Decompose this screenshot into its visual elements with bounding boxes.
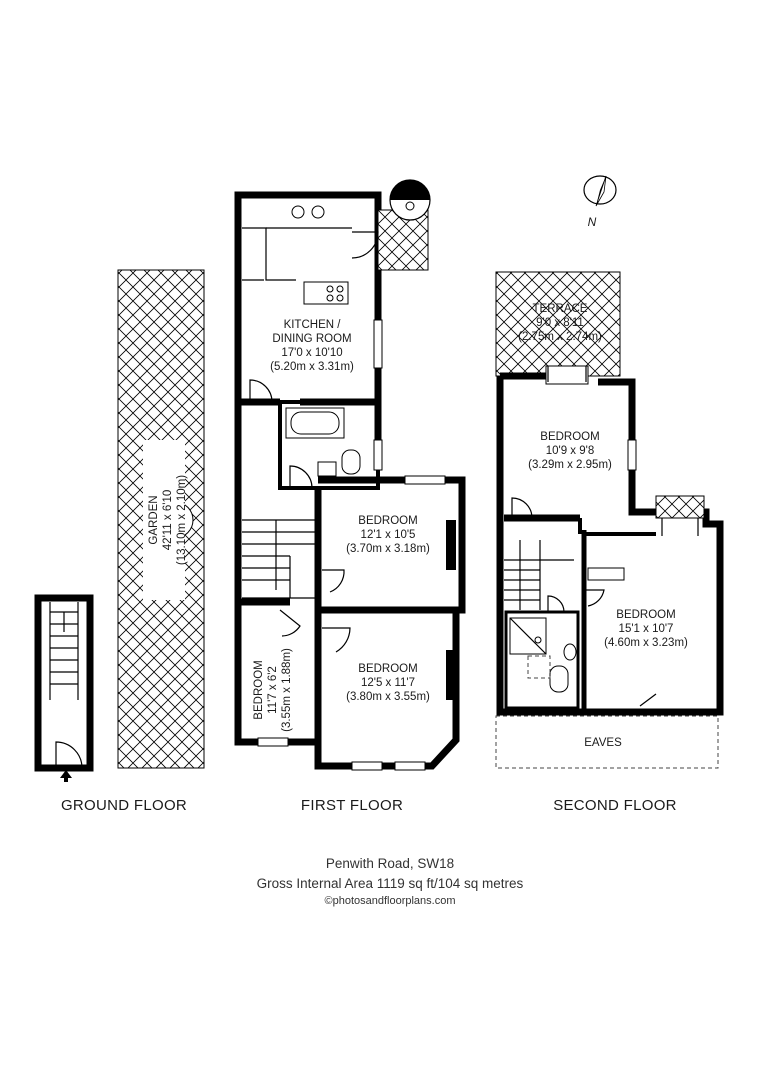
bedroom-first-a-metric: (3.70m x 3.18m): [346, 543, 430, 555]
ground-floor-label: GROUND FLOOR: [61, 797, 187, 814]
kitchen-balcony-door: [351, 231, 379, 259]
kitchen-counter: [242, 227, 296, 281]
second-floor-outer-wall: [496, 376, 724, 716]
second-floor: TERRACE 9'0 x 8'11 (2.75m x 2.74m) BEDRO…: [495, 271, 724, 814]
kitchen-window: [373, 319, 383, 369]
entrance-arrow-icon: [60, 770, 72, 782]
kitchen-door: [249, 379, 273, 403]
second-floor-stairs: [504, 518, 582, 610]
compass-icon: N: [583, 175, 617, 229]
garden-imperial: 42'11 x 6'10: [162, 490, 174, 550]
bedroom-first-b-name: BEDROOM: [358, 663, 417, 675]
second-washbasin-icon: [563, 643, 577, 661]
ground-stairs: [49, 602, 79, 700]
compass-north-label: N: [588, 215, 597, 229]
bedroom-second-a-metric: (3.29m x 2.95m): [528, 459, 612, 471]
washbasin-icon: [317, 461, 337, 477]
terrace-label-group: TERRACE 9'0 x 8'11 (2.75m x 2.74m): [518, 303, 602, 343]
first-floor-spiral-stair: [389, 179, 431, 221]
footer-address: Penwith Road, SW18: [326, 856, 454, 871]
ground-floor: GARDEN 42'11 x 6'10 (13.10m x 2.10m) GRO…: [34, 269, 205, 814]
terrace-metric: (2.75m x 2.74m): [518, 331, 602, 343]
bedroom-second-a-door: [511, 497, 533, 519]
terrace-area: [495, 271, 621, 377]
second-floor-label: SECOND FLOOR: [553, 797, 677, 814]
kitchen-sink-icon: [291, 205, 325, 219]
eaves-area: [495, 715, 719, 769]
bedroom-first-a-door: [322, 569, 345, 593]
bedroom-first-c-metric: (3.55m x 1.88m): [281, 648, 293, 732]
bedroom-first-c-name: BEDROOM: [253, 660, 265, 719]
bedroom-second-b-metric: (4.60m x 3.23m): [604, 637, 688, 649]
kitchen-imperial: 17'0 x 10'10: [281, 347, 342, 359]
plan-footer: Penwith Road, SW18 Gross Internal Area 1…: [257, 856, 524, 907]
bedroom-second-a-imperial: 10'9 x 9'8: [546, 445, 595, 457]
kitchen-metric: (5.20m x 3.31m): [270, 361, 354, 373]
terrace-imperial: 9'0 x 8'11: [536, 317, 584, 329]
ground-entrance-door: [55, 741, 83, 769]
first-floor-bathroom: [278, 400, 383, 490]
ground-hallway: [34, 594, 94, 772]
bedroom-first-b-door: [322, 627, 351, 653]
bedroom-first-c-label-group: BEDROOM 11'7 x 6'2 (3.55m x 1.88m): [253, 648, 293, 732]
first-floor-stairs: [242, 519, 318, 599]
kitchen-hob-icon: [303, 281, 349, 305]
first-floor-label: FIRST FLOOR: [301, 797, 403, 814]
kitchen-name-line1: KITCHEN /: [284, 319, 342, 331]
bedroom-first-a-imperial: 12'1 x 10'5: [361, 529, 416, 541]
footer-area: Gross Internal Area 1119 sq ft/104 sq me…: [257, 876, 524, 891]
footer-copyright: ©photosandfloorplans.com: [324, 895, 455, 907]
wardrobe-icon: [587, 567, 625, 581]
bedroom-second-a-name: BEDROOM: [540, 431, 599, 443]
bedroom-first-b-metric: (3.80m x 3.55m): [346, 691, 430, 703]
toilet-icon: [341, 449, 361, 475]
kitchen-name-line2: DINING ROOM: [272, 333, 351, 345]
terrace-name: TERRACE: [533, 303, 588, 315]
bedroom-second-b-door: [584, 589, 605, 607]
bedroom-first-c-door: [279, 609, 301, 637]
garden-name: GARDEN: [148, 495, 160, 544]
bedroom-second-b-name: BEDROOM: [616, 609, 675, 621]
bedroom-second-b-imperial: 15'1 x 10'7: [619, 623, 674, 635]
bedroom-first-c-imperial: 11'7 x 6'2: [267, 666, 279, 714]
first-floor: KITCHEN / DINING ROOM 17'0 x 10'10 (5.20…: [234, 179, 466, 814]
second-toilet-icon: [549, 665, 569, 693]
garden-metric: (13.10m x 2.10m): [176, 475, 188, 565]
garden-label-group: GARDEN 42'11 x 6'10 (13.10m x 2.10m): [143, 440, 188, 600]
bedroom-first-a-name: BEDROOM: [358, 515, 417, 527]
bedroom-first-b-imperial: 12'5 x 11'7: [361, 677, 415, 689]
eaves-name: EAVES: [584, 737, 622, 749]
second-floor-bathroom: [504, 595, 580, 710]
